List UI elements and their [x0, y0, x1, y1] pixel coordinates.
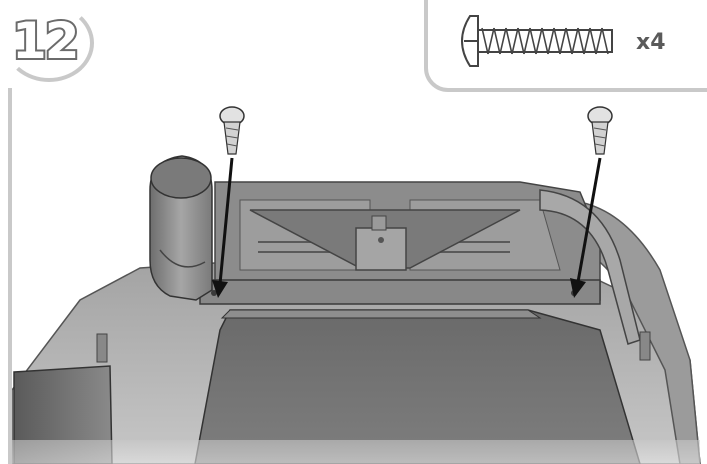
center-bracket	[356, 228, 406, 270]
bottom-fade	[12, 440, 700, 464]
bracket-hole	[378, 237, 384, 243]
bracket-tab	[372, 216, 386, 230]
post-left	[97, 334, 107, 362]
cross-bar	[200, 280, 600, 304]
screw-icon	[452, 10, 620, 72]
quantity-label: x4	[636, 30, 666, 55]
step-number: 12	[12, 8, 78, 74]
screw-right	[588, 107, 612, 154]
post-right	[640, 332, 650, 360]
front-block-top	[222, 310, 540, 318]
left-pipe-opening	[151, 158, 211, 198]
frame-border-left	[8, 88, 12, 464]
screw-left	[220, 107, 244, 154]
